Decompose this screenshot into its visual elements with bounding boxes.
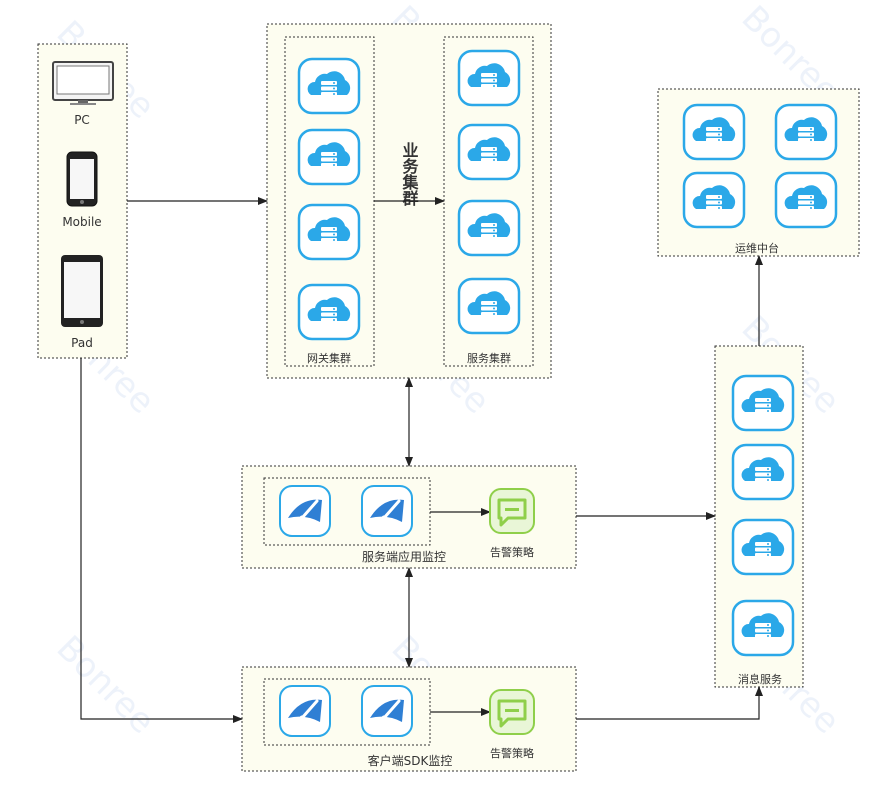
message-service-label: 消息服务 bbox=[738, 672, 782, 686]
cloud-server-icon bbox=[731, 599, 795, 657]
cloud-server-icon bbox=[297, 57, 361, 115]
cloud-server-icon bbox=[774, 103, 838, 161]
cloud-server-icon bbox=[731, 374, 795, 432]
chat-message-icon bbox=[489, 689, 535, 735]
pad-label: Pad bbox=[71, 336, 93, 350]
cloud-server-icon bbox=[682, 103, 746, 161]
cloud-server-icon bbox=[297, 283, 361, 341]
arrow-devices-to-client-monitor bbox=[80, 358, 243, 723]
client-monitoring-label: 客户端SDK监控 bbox=[368, 753, 453, 768]
server-icon-layer bbox=[297, 49, 838, 657]
cloud-server-icon bbox=[774, 171, 838, 229]
speedometer-icon bbox=[279, 685, 331, 737]
cloud-server-icon bbox=[297, 203, 361, 261]
monitor-icon-layer bbox=[279, 485, 413, 737]
mobile-label: Mobile bbox=[62, 215, 101, 229]
cloud-server-icon bbox=[682, 171, 746, 229]
connectors bbox=[80, 197, 763, 723]
server-monitoring-label: 服务端应用监控 bbox=[362, 549, 446, 564]
ops-platform-label: 运维中台 bbox=[735, 241, 779, 255]
desktop-monitor-icon bbox=[52, 61, 114, 105]
alert-icon-layer bbox=[489, 488, 535, 735]
arrow-client-monitor-to-message bbox=[576, 686, 763, 720]
business-cluster-title: 业务集群 bbox=[400, 142, 420, 207]
speedometer-icon bbox=[279, 485, 331, 537]
cloud-server-icon bbox=[297, 128, 361, 186]
pc-label: PC bbox=[74, 113, 90, 127]
server-alert-label: 告警策略 bbox=[490, 545, 534, 559]
service-cluster-label: 服务集群 bbox=[467, 351, 511, 365]
chat-message-icon bbox=[489, 488, 535, 534]
cloud-server-icon bbox=[457, 199, 521, 257]
client-alert-label: 告警策略 bbox=[490, 746, 534, 760]
cloud-server-icon bbox=[457, 123, 521, 181]
speedometer-icon bbox=[361, 485, 413, 537]
cloud-server-icon bbox=[731, 518, 795, 576]
cloud-server-icon bbox=[457, 277, 521, 335]
cloud-server-icon bbox=[731, 443, 795, 501]
cloud-server-icon bbox=[457, 49, 521, 107]
smartphone-icon bbox=[66, 151, 98, 207]
speedometer-icon bbox=[361, 685, 413, 737]
tablet-icon bbox=[61, 255, 103, 327]
gateway-cluster-label: 网关集群 bbox=[307, 351, 351, 365]
watermark: Bonree bbox=[49, 628, 163, 742]
